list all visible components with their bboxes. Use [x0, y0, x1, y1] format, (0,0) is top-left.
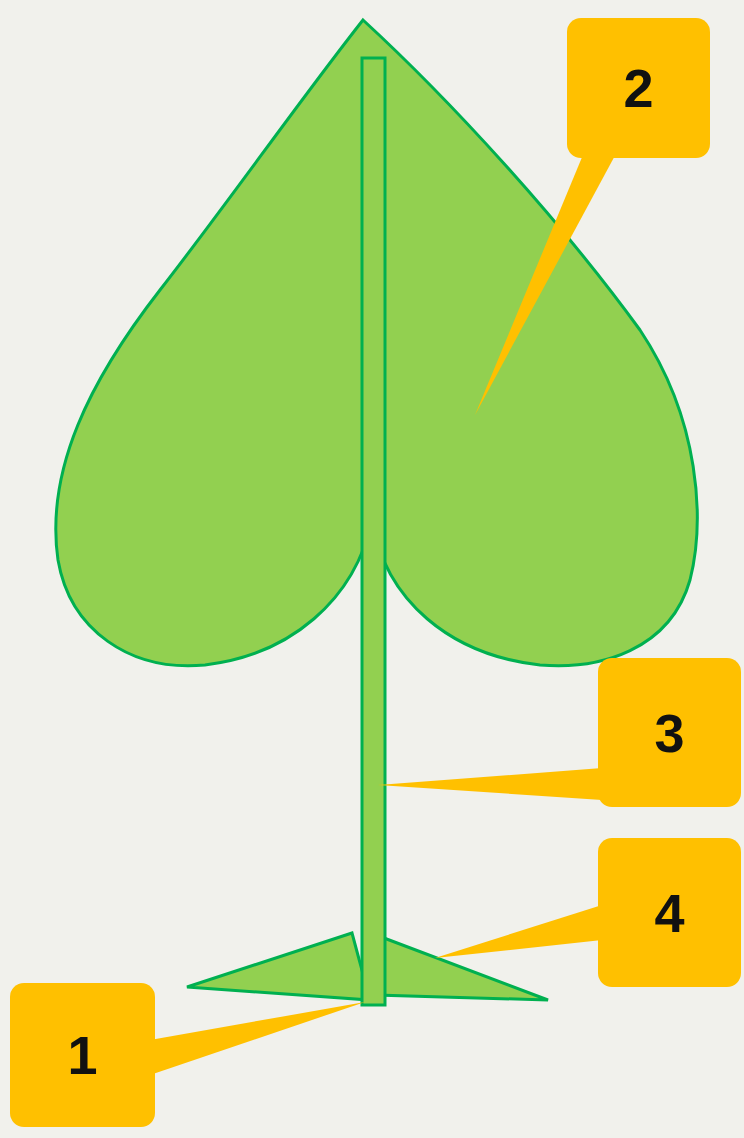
callout-pointer [475, 150, 618, 415]
callout-number: 3 [598, 658, 741, 807]
callout-pointer [150, 1002, 365, 1075]
callout-number: 4 [598, 838, 741, 987]
callout-pointer [378, 768, 602, 800]
callout-number: 1 [10, 983, 155, 1127]
stipule [187, 933, 370, 1000]
petiole [362, 58, 385, 1005]
callout-pointer [435, 905, 602, 958]
callout-number: 2 [567, 18, 710, 158]
